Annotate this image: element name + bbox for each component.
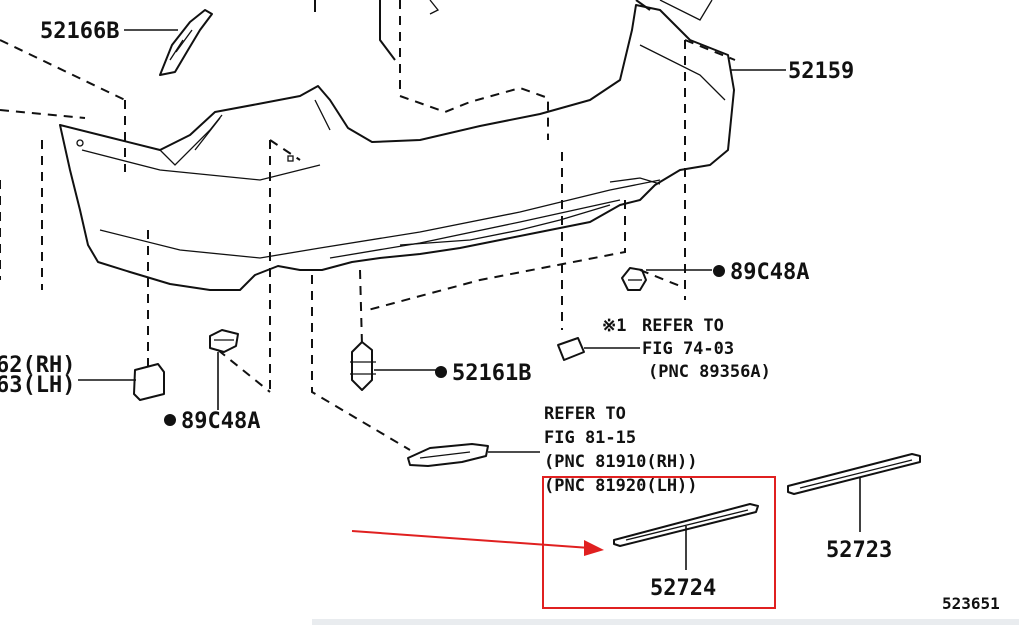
label-rh-partial: 62(RH) [0,353,75,378]
bullet-dot [435,366,447,378]
bullet-dot [164,414,176,426]
label-52723: 52723 [826,538,892,563]
molding-52724 [613,503,759,547]
clip-89C48A-left [209,329,239,353]
bracket-52166B [159,9,213,76]
label-52161B: 52161B [452,361,531,386]
figure-id: 523651 [942,594,1000,613]
note-line: (PNC 81920(LH)) [544,476,698,496]
label-89C48A-left: 89C48A [181,409,260,434]
note-line: FIG 74-03 [642,339,734,359]
note-line: REFER TO [544,404,626,424]
trunk-outline [314,0,713,61]
note-line: REFER TO [642,316,724,336]
highlight-box [542,476,776,609]
note-marker: ※1 [602,316,626,336]
assembly-guides [0,0,736,451]
label-52724: 52724 [650,576,716,601]
label-lh-partial: 63(LH) [0,373,75,398]
label-89C48A-right: 89C48A [730,260,809,285]
leader-lines [78,29,861,570]
molding-52723 [787,453,921,495]
note-line: (PNC 89356A) [648,362,771,382]
plate-rh-lh [133,363,165,401]
refer-note-fig-81-15: REFER TO FIG 81-15 (PNC 81910(RH)) (PNC … [544,404,698,496]
note-line: FIG 81-15 [544,428,636,448]
refer-note-fig-74-03: ※1 REFER TO FIG 74-03 (PNC 89356A) [602,316,771,382]
note-line: (PNC 81910(RH)) [544,452,698,472]
rear-bumper-cover [59,4,735,291]
label-52159: 52159 [788,59,854,84]
red-arrow [351,530,604,556]
bottom-strip [312,619,1019,625]
label-52166B: 52166B [40,19,119,44]
reflector-part [557,337,585,361]
retainer-52161B [350,341,376,391]
clip-89C48A-right [621,267,647,291]
bullet-dot [713,265,725,277]
reflector-lamp-part [407,443,489,467]
